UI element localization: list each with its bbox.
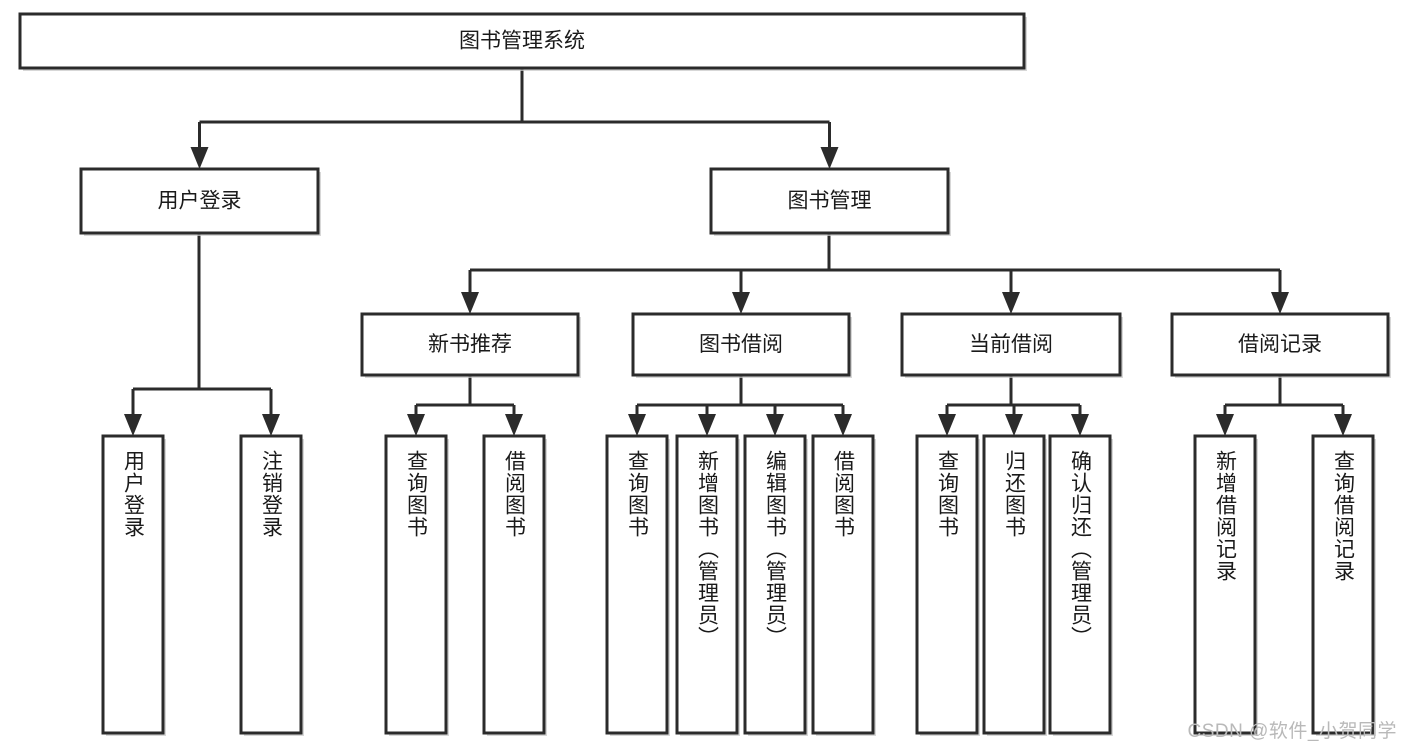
- node-rect[interactable]: [900, 312, 1122, 377]
- node-new-book-recommend[interactable]: 新书推荐: [360, 312, 581, 378]
- arrow-head-icon: [834, 414, 852, 436]
- connector-conn-bookborrow-to-leaves: [628, 375, 852, 436]
- node-leaf-borrow-book[interactable]: [811, 434, 876, 736]
- node-label: 用户登录: [158, 190, 242, 213]
- connector-conn-root-to-level1: [190, 68, 839, 169]
- node-rect[interactable]: [605, 434, 669, 735]
- node-leaf-add-book-admin[interactable]: [675, 434, 740, 736]
- arrow-head-icon: [820, 147, 839, 169]
- node-rect[interactable]: [101, 434, 165, 735]
- node-leaf-return-book[interactable]: [982, 434, 1047, 736]
- node-leaf-add-borrow-record[interactable]: [1193, 434, 1258, 736]
- arrow-head-icon: [505, 414, 523, 436]
- arrow-head-icon: [938, 414, 956, 436]
- node-rect[interactable]: [1048, 434, 1112, 735]
- node-leaf-borrow-book-rec[interactable]: [482, 434, 547, 736]
- node-leaf-query-book-borrow[interactable]: [605, 434, 670, 736]
- node-label: 新书推荐: [428, 333, 512, 356]
- arrow-head-icon: [628, 414, 646, 436]
- arrow-head-icon: [1071, 414, 1089, 436]
- connector-conn-userlogin-to-leaves: [124, 233, 280, 436]
- node-leaf-user-login[interactable]: [101, 434, 166, 736]
- node-leaf-query-book-cur[interactable]: [915, 434, 980, 736]
- arrow-head-icon: [262, 414, 280, 436]
- arrow-head-icon: [766, 414, 784, 436]
- node-leaf-query-book-rec[interactable]: [384, 434, 449, 736]
- arrow-head-icon: [407, 414, 425, 436]
- arrow-head-icon: [124, 414, 142, 436]
- node-root[interactable]: 图书管理系统: [18, 12, 1027, 71]
- node-rect[interactable]: [1193, 434, 1257, 735]
- connectors-layer: [124, 68, 1352, 436]
- arrow-head-icon: [461, 292, 479, 314]
- node-rect[interactable]: [709, 167, 950, 235]
- arrow-head-icon: [1002, 292, 1020, 314]
- node-rect[interactable]: [915, 434, 979, 735]
- node-rect[interactable]: [482, 434, 546, 735]
- node-current-borrow[interactable]: 当前借阅: [900, 312, 1123, 378]
- connector-conn-bookmanage-to-level2: [461, 233, 1289, 314]
- node-label: 图书管理系统: [459, 30, 585, 53]
- arrow-head-icon: [1216, 414, 1234, 436]
- connector-conn-borrowrecord-to-leaves: [1216, 375, 1352, 436]
- node-rect[interactable]: [743, 434, 807, 735]
- connector-conn-currentborrow-to-leaves: [938, 375, 1089, 436]
- arrow-head-icon: [1334, 414, 1352, 436]
- connector-conn-newbook-to-leaves: [407, 375, 523, 436]
- node-book-manage[interactable]: 图书管理: [709, 167, 951, 236]
- node-label: 借阅记录: [1238, 333, 1322, 356]
- node-label: 图书管理: [788, 190, 872, 213]
- node-rect[interactable]: [811, 434, 875, 735]
- node-rect[interactable]: [1311, 434, 1375, 735]
- node-book-borrow[interactable]: 图书借阅: [631, 312, 852, 378]
- node-label: 当前借阅: [969, 333, 1053, 356]
- node-rect[interactable]: [384, 434, 448, 735]
- node-leaf-edit-book-admin[interactable]: [743, 434, 808, 736]
- arrow-head-icon: [732, 292, 750, 314]
- node-rect[interactable]: [675, 434, 739, 735]
- node-rect[interactable]: [79, 167, 320, 235]
- watermark: CSDN @软件_小贺同学: [1187, 721, 1397, 742]
- node-borrow-record[interactable]: 借阅记录: [1170, 312, 1391, 378]
- node-leaf-query-borrow-record[interactable]: [1311, 434, 1376, 736]
- node-rect[interactable]: [631, 312, 851, 377]
- node-rect[interactable]: [360, 312, 580, 377]
- node-label: 图书借阅: [699, 333, 783, 356]
- arrow-head-icon: [1005, 414, 1023, 436]
- arrow-head-icon: [190, 147, 209, 169]
- node-rect[interactable]: [239, 434, 303, 735]
- arrow-head-icon: [1271, 292, 1289, 314]
- node-rect[interactable]: [982, 434, 1046, 735]
- node-rect[interactable]: [1170, 312, 1390, 377]
- node-user-login[interactable]: 用户登录: [79, 167, 321, 236]
- node-leaf-user-logout[interactable]: [239, 434, 304, 736]
- arrow-head-icon: [698, 414, 716, 436]
- node-leaf-confirm-return-admin[interactable]: [1048, 434, 1113, 736]
- node-rect[interactable]: [18, 12, 1026, 70]
